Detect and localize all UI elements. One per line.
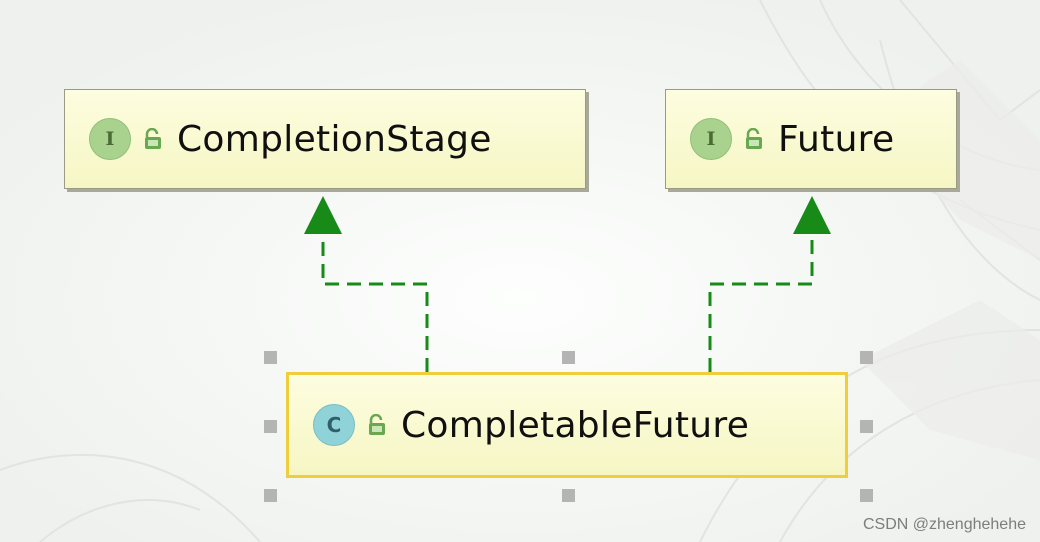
node-label: Future xyxy=(778,118,895,160)
node-completablefuture[interactable]: C CompletableFuture xyxy=(286,372,848,478)
node-future[interactable]: I Future xyxy=(665,89,957,189)
node-label: CompletableFuture xyxy=(401,404,750,446)
implements-edge-future xyxy=(708,196,831,372)
interface-icon: I xyxy=(690,118,732,160)
resize-handle-bottom-left[interactable] xyxy=(264,489,277,502)
unlocked-lock-icon xyxy=(145,128,161,149)
interface-icon: I xyxy=(89,118,131,160)
resize-handle-bottom-right[interactable] xyxy=(860,489,873,502)
resize-handle-bottom[interactable] xyxy=(562,489,575,502)
unlocked-lock-icon xyxy=(746,128,762,149)
node-completionstage[interactable]: I CompletionStage xyxy=(64,89,586,189)
watermark: CSDN @zhenghehehe xyxy=(862,516,1026,533)
resize-handle-left[interactable] xyxy=(264,420,277,433)
resize-handle-top-left[interactable] xyxy=(264,351,277,364)
implements-edge-completionstage xyxy=(304,196,429,372)
node-label: CompletionStage xyxy=(177,118,492,160)
arrowhead-completionstage xyxy=(304,196,342,234)
unlocked-lock-icon xyxy=(369,414,385,435)
class-icon: C xyxy=(313,404,355,446)
arrowhead-future xyxy=(793,196,831,234)
resize-handle-right[interactable] xyxy=(860,420,873,433)
resize-handle-top-right[interactable] xyxy=(860,351,873,364)
resize-handle-top[interactable] xyxy=(562,351,575,364)
